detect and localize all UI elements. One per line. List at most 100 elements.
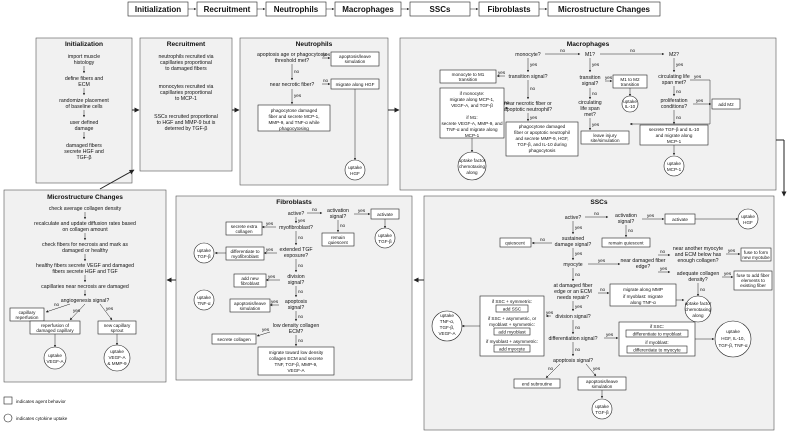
svg-text:migrate along MMP: migrate along MMP: [623, 287, 663, 292]
svg-text:signal?: signal?: [288, 305, 305, 311]
svg-text:TGF-β, TNF-α: TGF-β, TNF-α: [718, 343, 747, 348]
svg-text:phagocytosis: phagocytosis: [529, 148, 557, 153]
svg-text:if SSC + asymmetric, or: if SSC + asymmetric, or: [488, 316, 537, 321]
micro-uptake-vegf-mmp: [103, 344, 131, 372]
svg-text:differentiation signal?: differentiation signal?: [549, 336, 598, 342]
svg-text:secrete collagen: secrete collagen: [217, 337, 251, 342]
fibroblasts-panel: Fibroblasts active? no activation signal…: [175, 195, 413, 381]
svg-text:yes: yes: [592, 62, 600, 67]
svg-text:no: no: [660, 249, 666, 254]
svg-text:near necrotic fiber?: near necrotic fiber?: [270, 82, 315, 88]
svg-text:yes: yes: [266, 247, 274, 252]
svg-text:quiescent: quiescent: [328, 240, 348, 245]
step-recruitment-label: Recruitment: [204, 5, 251, 14]
add-ssc-box: [495, 304, 529, 313]
svg-text:exposure?: exposure?: [284, 253, 308, 259]
svg-text:fiber or apoptotic neutrophil: fiber or apoptotic neutrophil: [514, 130, 570, 135]
macrophages-panel: Macrophages monocyte? no M1? no M2? yes …: [399, 37, 777, 191]
svg-text:VEGF-A: VEGF-A: [46, 359, 64, 364]
svg-text:to MCP-1: to MCP-1: [175, 96, 197, 102]
ssc-quiescent-box: [499, 237, 532, 248]
svg-text:no: no: [628, 228, 634, 233]
svg-text:along TNF-α: along TNF-α: [630, 300, 656, 305]
svg-text:adequate collagen: adequate collagen: [677, 271, 720, 277]
step-macrophages-label: Macrophages: [342, 5, 394, 14]
svg-text:remain quiescent: remain quiescent: [609, 241, 645, 246]
ssc-uptake-factor: [684, 295, 712, 323]
svg-text:randomize placement: randomize placement: [59, 98, 109, 104]
svg-text:add M2: add M2: [718, 102, 734, 107]
svg-text:add new: add new: [241, 276, 259, 281]
svg-text:uptake: uptake: [623, 99, 637, 104]
svg-text:yes: yes: [647, 213, 655, 218]
svg-text:yes: yes: [268, 274, 276, 279]
svg-text:damaged or healthy: damaged or healthy: [62, 248, 108, 254]
svg-text:sprout: sprout: [111, 328, 124, 333]
svg-text:uptake factor: uptake factor: [685, 301, 712, 306]
svg-text:end subroutine: end subroutine: [522, 382, 553, 387]
svg-text:import muscle: import muscle: [68, 54, 100, 60]
svg-text:apoptotic neutrophil?: apoptotic neutrophil?: [504, 107, 552, 113]
svg-text:add SSC: add SSC: [503, 307, 522, 312]
svg-text:yes: yes: [323, 52, 331, 57]
svg-text:active?: active?: [565, 215, 582, 221]
svg-text:on collagen amount: on collagen amount: [62, 227, 108, 233]
svg-text:if myoblast: migrate: if myoblast: migrate: [623, 294, 663, 299]
svg-text:near another myocyte: near another myocyte: [673, 246, 723, 252]
legend: indicates agent behavior indicates cytok…: [3, 396, 68, 423]
svg-text:add myocyte: add myocyte: [499, 347, 525, 352]
svg-text:secrete HGF and: secrete HGF and: [64, 149, 104, 155]
svg-text:activation: activation: [615, 213, 637, 219]
svg-text:no: no: [340, 223, 346, 228]
svg-text:no: no: [540, 237, 546, 242]
svg-text:no: no: [312, 207, 318, 212]
svg-text:no: no: [594, 211, 600, 216]
svg-text:MCP-1: MCP-1: [667, 139, 682, 144]
fuse-fiber-box: [733, 270, 773, 291]
svg-text:uptake: uptake: [378, 233, 392, 238]
svg-text:activation: activation: [327, 208, 349, 214]
svg-text:monocytes recruited via: monocytes recruited via: [159, 84, 214, 90]
svg-text:if myoblast:: if myoblast:: [645, 340, 668, 345]
svg-text:damaged fibers: damaged fibers: [66, 143, 102, 149]
svg-text:deterred by TGF-β: deterred by TGF-β: [165, 126, 208, 132]
svg-text:activate: activate: [377, 212, 393, 217]
svg-text:yes: yes: [358, 208, 366, 213]
add-fibroblast-box: [233, 273, 267, 288]
svg-text:chemotaxing: chemotaxing: [459, 164, 485, 169]
header-steps: Initialization Recruitment Neutrophils M…: [127, 1, 661, 17]
svg-text:fuse to add fiber: fuse to add fiber: [737, 273, 770, 278]
svg-text:active?: active?: [288, 211, 305, 217]
macrophage-uptake-factor: [457, 151, 487, 181]
svg-text:transition signal?: transition signal?: [509, 74, 548, 80]
legend-circle-symbol: [3, 413, 13, 423]
svg-text:fiber and secrete MCP-1,: fiber and secrete MCP-1,: [268, 114, 319, 119]
svg-text:conditions?: conditions?: [661, 104, 687, 110]
svg-text:yes: yes: [530, 62, 538, 67]
svg-text:TNF-α,: TNF-α,: [440, 319, 454, 324]
svg-text:yes: yes: [530, 115, 538, 120]
add-myoblast-box: [493, 327, 531, 336]
fuse-myotube-box: [740, 247, 772, 262]
fibroblast-uptake-tgf: [374, 227, 396, 249]
step-microstructure-label: Microstructure Changes: [558, 5, 651, 14]
svg-text:no: no: [530, 86, 536, 91]
svg-text:new myotube: new myotube: [742, 255, 770, 260]
sscs-title: SSCs: [590, 199, 608, 206]
svg-text:no: no: [548, 366, 554, 371]
svg-text:SSCs recruited proportional: SSCs recruited proportional: [154, 114, 218, 120]
svg-text:fibroblast: fibroblast: [241, 281, 260, 286]
diff-myoblast-box: [625, 329, 689, 338]
svg-text:TGF-β: TGF-β: [378, 239, 392, 244]
fibroblasts-title: Fibroblasts: [276, 199, 312, 206]
recruitment-title: Recruitment: [167, 41, 206, 48]
svg-text:user defined: user defined: [70, 120, 99, 126]
svg-text:check fibers for necrosis and: check fibers for necrosis and mark as: [42, 242, 128, 248]
svg-text:yes: yes: [694, 74, 702, 79]
microstructure-panel: Microstructure Changes check average col…: [3, 189, 167, 383]
svg-text:myofibroblast: myofibroblast: [231, 254, 259, 259]
svg-text:proliferation: proliferation: [660, 98, 687, 104]
ssc-remain-quiescent-box: [601, 237, 651, 248]
svg-text:met?: met?: [584, 112, 596, 118]
